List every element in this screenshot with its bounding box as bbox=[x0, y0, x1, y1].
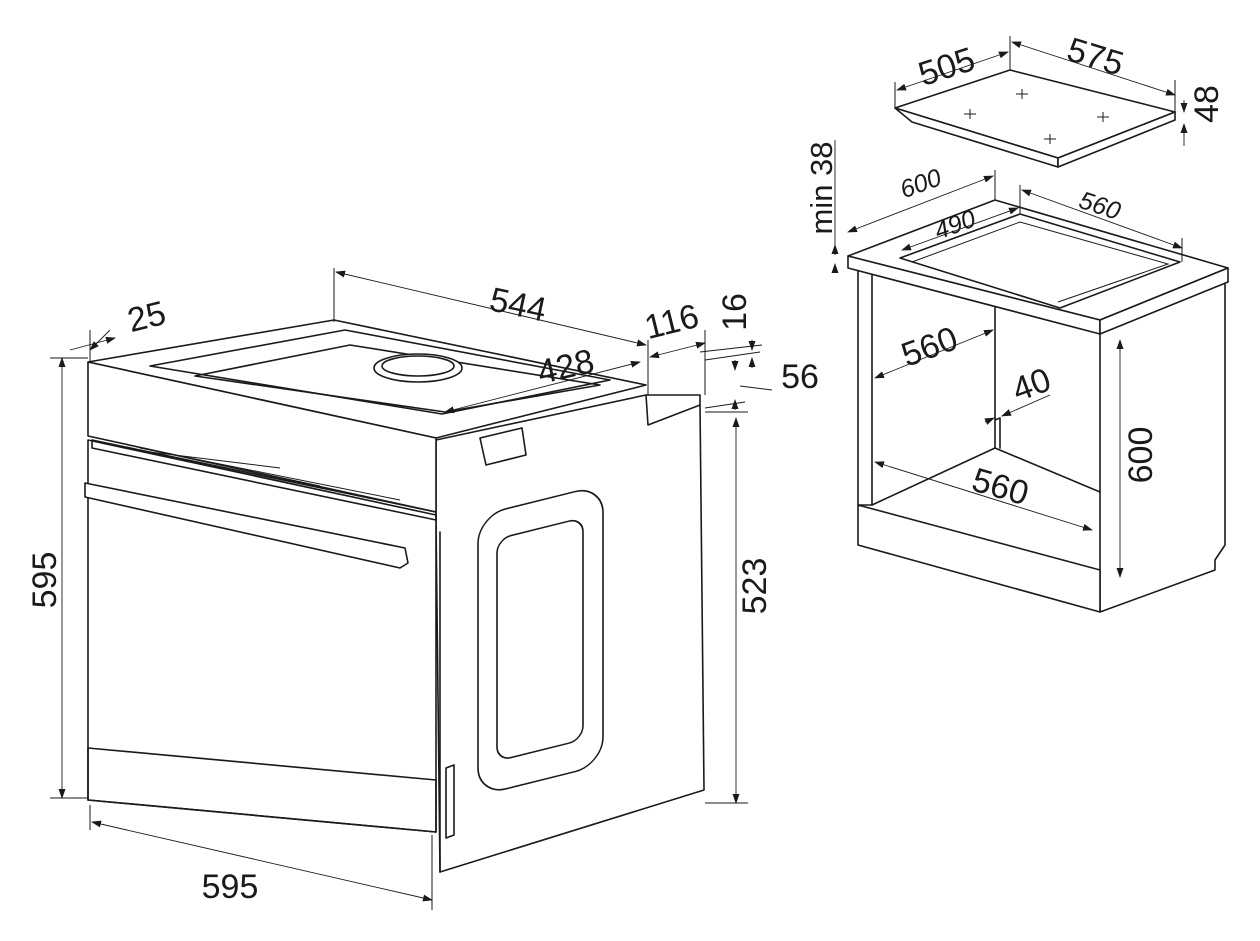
cabinet-height-label: 600 bbox=[1122, 427, 1160, 484]
oven-rear-step bbox=[645, 394, 701, 426]
oven-door-bottom-strip bbox=[87, 747, 437, 833]
cabinet-top-width-label: 600 bbox=[896, 164, 945, 205]
cabinet-right-panel bbox=[1099, 281, 1226, 613]
cabinet-inner-width-label: 560 bbox=[897, 320, 963, 375]
cabinet-left-panel bbox=[857, 267, 873, 506]
oven-rear-bracket bbox=[479, 427, 527, 466]
oven-rear-offset-label: 116 bbox=[641, 297, 703, 347]
oven-depth-label: 544 bbox=[486, 281, 549, 330]
oven-drawing bbox=[84, 319, 705, 873]
oven-step-label: 56 bbox=[781, 358, 819, 396]
cabinet-plinth bbox=[857, 504, 1101, 613]
cabinet-inner-width-bottom-label: 560 bbox=[968, 461, 1033, 513]
oven-body-height-label: 523 bbox=[736, 558, 774, 615]
oven-side-panel bbox=[435, 394, 705, 873]
oven-side-rail bbox=[439, 531, 455, 873]
hob-thickness-label: 48 bbox=[1188, 85, 1226, 123]
hob-zone-1 bbox=[964, 109, 976, 119]
cabinet-gap-label: 40 bbox=[1007, 361, 1056, 410]
oven-front-offset-label: 25 bbox=[124, 294, 170, 340]
oven-top-vent bbox=[373, 353, 463, 383]
hob-zone-3 bbox=[1097, 112, 1109, 122]
hob-side-edge bbox=[1057, 111, 1176, 168]
hob-dimensions: 505 575 48 bbox=[894, 31, 1226, 146]
cabinet-worktop-side bbox=[1099, 267, 1229, 335]
hob-width-label: 575 bbox=[1063, 31, 1128, 84]
cabinet-min-clearance-label: min 38 bbox=[804, 141, 839, 234]
oven-side-window-inner bbox=[496, 519, 584, 759]
hob-zone-4 bbox=[1044, 134, 1056, 144]
oven-height-label: 595 bbox=[26, 552, 64, 609]
oven-door-top-lip bbox=[91, 439, 437, 521]
oven-top-offset-label: 16 bbox=[716, 293, 754, 331]
cabinet-top-depth-label: 560 bbox=[1076, 186, 1124, 226]
oven-side-window-outer bbox=[477, 489, 604, 791]
oven-width-label: 595 bbox=[202, 868, 259, 906]
cabinet-drawing bbox=[847, 199, 1229, 613]
hob-drawing bbox=[894, 69, 1176, 168]
oven-door-handle bbox=[84, 482, 409, 569]
